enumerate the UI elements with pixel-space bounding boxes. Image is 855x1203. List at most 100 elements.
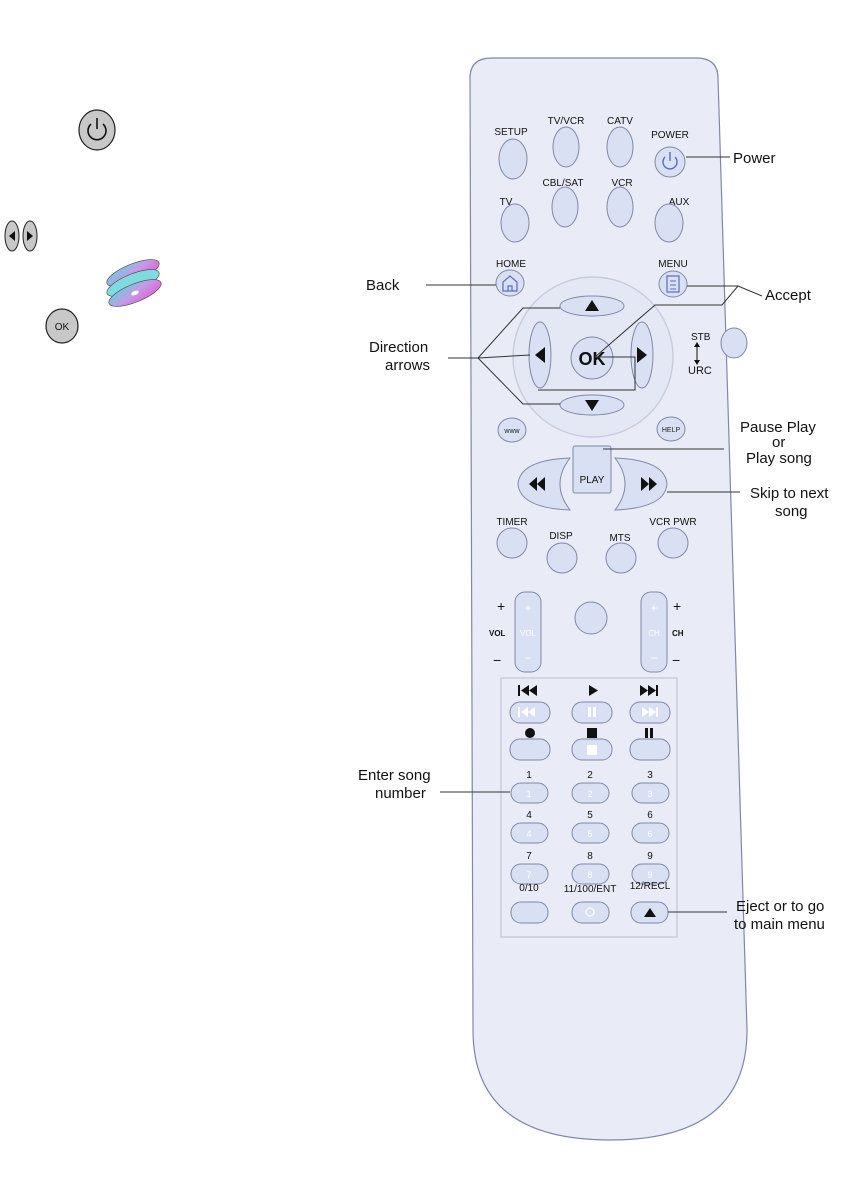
timer-button[interactable]: TIMER xyxy=(496,517,528,559)
pause-button[interactable] xyxy=(629,738,671,761)
tv-vcr-button[interactable]: TV/VCR xyxy=(548,116,585,168)
callout-skip-line2: song xyxy=(775,503,808,520)
digit-4-label: 4 xyxy=(526,810,532,821)
www-button[interactable]: www xyxy=(497,417,527,443)
tv-label: TV xyxy=(500,197,513,208)
ch-rocker-minus: − xyxy=(650,651,657,665)
vol-rocker-minus: − xyxy=(524,651,531,665)
transport-icons xyxy=(518,685,658,738)
legend-discs-icon xyxy=(106,259,162,307)
stop-button[interactable] xyxy=(571,738,613,761)
dpad-right-button[interactable] xyxy=(630,321,654,389)
ent-button[interactable]: 11/100/ENT xyxy=(564,884,617,924)
recl-eject-button[interactable]: 12/RECL xyxy=(630,881,671,924)
next-track-button[interactable] xyxy=(629,701,671,724)
svg-text:OK: OK xyxy=(55,322,70,333)
ok-button[interactable]: OK xyxy=(570,336,614,380)
ent-label: 11/100/ENT xyxy=(564,884,617,895)
dpad-down-button[interactable] xyxy=(559,394,625,416)
digit-3-glyph: 3 xyxy=(647,789,652,799)
digit-8-button[interactable]: 88 xyxy=(571,851,610,885)
digit-1-button[interactable]: 11 xyxy=(510,770,549,804)
play-button[interactable]: PLAY xyxy=(572,445,612,494)
digit-4-glyph: 4 xyxy=(526,829,531,839)
setup-button[interactable]: SETUP xyxy=(494,127,528,180)
digit-5-glyph: 5 xyxy=(587,829,592,839)
mute-button[interactable] xyxy=(574,601,608,635)
help-button[interactable]: HELP xyxy=(656,416,686,442)
digit-1-glyph: 1 xyxy=(526,789,531,799)
zero-ten-label: 0/10 xyxy=(519,883,539,894)
aux-button[interactable]: AUX xyxy=(654,197,690,243)
vcr-pwr-button[interactable]: VCR PWR xyxy=(649,517,697,559)
left-arrow-icon xyxy=(535,347,545,363)
legend-ok-icon: OK xyxy=(45,308,79,344)
callout-eject-line1: Eject or to go xyxy=(736,898,824,915)
tv-button[interactable]: TV xyxy=(500,197,530,243)
digit-4-button[interactable]: 44 xyxy=(510,810,549,844)
digit-3-label: 3 xyxy=(647,770,653,781)
digit-6-button[interactable]: 66 xyxy=(631,810,670,844)
recl-label: 12/RECL xyxy=(630,881,671,892)
cbl-sat-button[interactable]: CBL/SAT xyxy=(543,178,584,228)
ch-minus-label: − xyxy=(672,652,680,668)
menu-icon xyxy=(666,275,680,293)
disp-button[interactable]: DISP xyxy=(546,531,578,574)
legend-left-right-arrows-icon xyxy=(4,220,38,252)
digit-1-label: 1 xyxy=(526,770,532,781)
digit-7-button[interactable]: 77 xyxy=(510,851,549,885)
digit-6-glyph: 6 xyxy=(647,829,652,839)
fast-forward-button[interactable] xyxy=(613,457,668,511)
disp-label: DISP xyxy=(549,531,573,542)
eject-icon xyxy=(644,908,656,917)
www-label: www xyxy=(503,428,520,435)
callout-accept: Accept xyxy=(765,287,812,304)
stb-urc-switch[interactable]: STB URC xyxy=(688,327,748,377)
setup-label: SETUP xyxy=(494,127,528,138)
digit-3-button[interactable]: 33 xyxy=(631,770,670,804)
digit-2-label: 2 xyxy=(587,770,593,781)
home-label: HOME xyxy=(496,259,526,270)
dpad-up-button[interactable] xyxy=(559,295,625,317)
right-arrow-icon xyxy=(637,347,647,363)
vcr-button[interactable]: VCR xyxy=(606,178,634,228)
menu-button[interactable]: MENU xyxy=(658,259,688,298)
callout-pause-play-line3: Play song xyxy=(746,450,812,467)
digit-5-label: 5 xyxy=(587,810,593,821)
volume-rocker[interactable]: + VOL − xyxy=(514,591,542,673)
play-pause-button[interactable] xyxy=(571,701,613,724)
legend-power-icon xyxy=(78,109,116,151)
stb-urc-toggle[interactable] xyxy=(720,327,748,359)
callout-pause-play-line2: or xyxy=(772,434,785,451)
callout-enter-song-line1: Enter song xyxy=(358,767,431,784)
play-icon xyxy=(589,685,598,696)
catv-button[interactable]: CATV xyxy=(606,116,634,168)
stop-icon xyxy=(587,728,597,738)
rewind-button[interactable] xyxy=(517,457,572,511)
pause-icon xyxy=(645,728,653,738)
power-button[interactable]: POWER xyxy=(651,130,689,178)
digit-2-glyph: 2 xyxy=(587,789,592,799)
digit-5-button[interactable]: 55 xyxy=(571,810,610,844)
mts-button[interactable]: MTS xyxy=(605,533,637,574)
callout-pause-play-line1: Pause Play xyxy=(740,419,816,436)
prev-track-button[interactable] xyxy=(509,701,551,724)
callout-enter-song-line2: number xyxy=(375,785,426,802)
digit-7-label: 7 xyxy=(526,851,532,862)
digit-6-label: 6 xyxy=(647,810,653,821)
zero-ten-button[interactable]: 0/10 xyxy=(510,883,549,924)
dpad-left-button[interactable] xyxy=(528,321,552,389)
callout-direction-line2: arrows xyxy=(385,357,430,374)
leader-lines xyxy=(426,156,763,913)
callout-eject-line2: to main menu xyxy=(734,916,825,933)
digit-2-button[interactable]: 22 xyxy=(571,770,610,804)
digit-8-glyph: 8 xyxy=(587,870,592,880)
channel-rocker[interactable]: + CH − xyxy=(640,591,668,673)
home-button[interactable]: HOME xyxy=(495,259,526,297)
digit-9-button[interactable]: 99 xyxy=(631,851,670,885)
rewind-icon xyxy=(529,477,537,491)
ch-rocker-plus: + xyxy=(650,601,657,615)
record-button[interactable] xyxy=(509,738,551,761)
